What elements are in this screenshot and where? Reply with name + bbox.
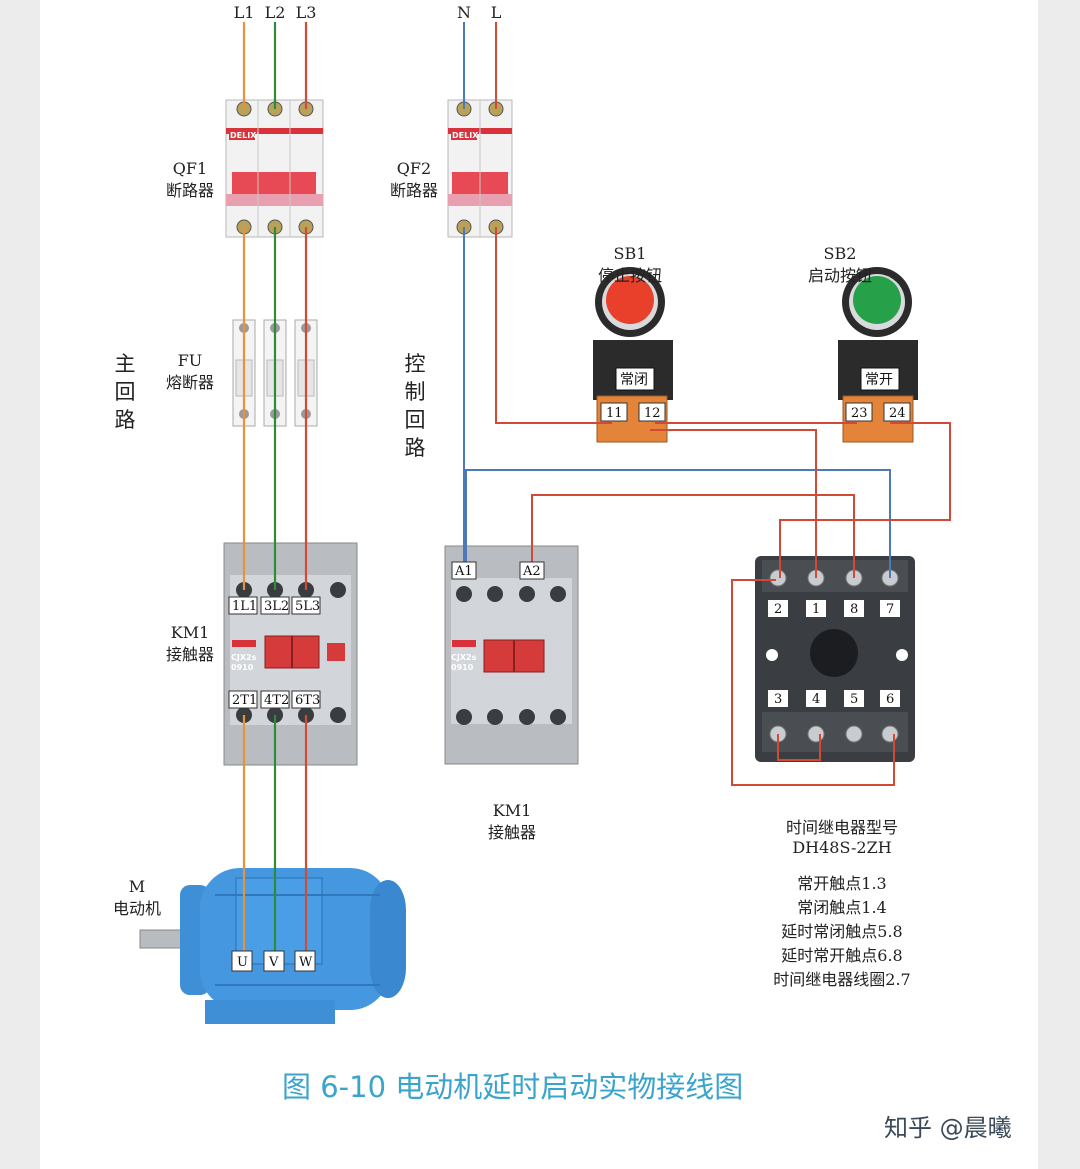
sb1-term-11: 11 xyxy=(606,406,623,421)
relay-term-7: 7 xyxy=(886,602,894,617)
sb1-stop-button xyxy=(593,267,673,443)
relay-title: 时间继电器型号 xyxy=(785,818,898,837)
relay-notes: 常开触点1.3 常闭触点1.4 延时常闭触点5.8 延时常开触点6.8 时间继电… xyxy=(752,872,932,992)
motor xyxy=(139,868,406,1024)
sb2-start-button xyxy=(838,267,918,443)
motor-name: 电动机 xyxy=(112,899,161,918)
relay-note-4: 延时常开触点6.8 xyxy=(781,946,903,965)
figure-caption: 图 6-10 电动机延时启动实物接线图 xyxy=(282,1070,744,1104)
km1-model: CJX2s xyxy=(231,653,257,662)
sb2-name: 启动按钮 xyxy=(807,266,872,285)
qf1-breaker: DELIXI xyxy=(225,99,324,238)
supply-l: L xyxy=(490,3,502,22)
relay-note-1: 常开触点1.3 xyxy=(797,874,887,893)
relay-note-3: 延时常闭触点5.8 xyxy=(781,922,903,941)
qf2-id: QF2 xyxy=(396,159,432,178)
sb1-name: 停止按钮 xyxy=(597,266,662,285)
relay-term-3: 3 xyxy=(774,692,782,707)
relay-term-5: 5 xyxy=(850,692,858,707)
coil-term-a2: A2 xyxy=(522,564,541,579)
fu-id: FU xyxy=(177,351,203,370)
qf2-brand: DELIXI xyxy=(452,131,481,140)
sb1-id: SB1 xyxy=(613,244,647,263)
km1b-name: 接触器 xyxy=(487,823,536,842)
relay-note-5: 时间继电器线圈2.7 xyxy=(773,970,911,989)
qf2-breaker: DELIXI xyxy=(447,99,513,238)
supply-l1: L1 xyxy=(233,3,255,22)
fu-name: 熔断器 xyxy=(165,373,214,392)
km1-term-6t3: 6T3 xyxy=(295,693,320,708)
control-circuit-wires xyxy=(463,22,951,786)
motor-term-w: W xyxy=(299,955,313,970)
km1b-model: CJX2s xyxy=(451,653,477,662)
km1-term-1l1: 1L1 xyxy=(232,599,257,614)
km1-term-5l3: 5L3 xyxy=(295,599,320,614)
coil-term-a1: A1 xyxy=(454,564,473,579)
km1b-id: KM1 xyxy=(492,801,532,820)
km1-main-contactor: CJX2s 0910 xyxy=(223,542,358,766)
motor-term-u: U xyxy=(237,955,248,970)
relay-term-4: 4 xyxy=(812,692,820,707)
main-circuit-wires xyxy=(242,22,308,962)
sb2-id: SB2 xyxy=(823,244,857,263)
relay-term-8: 8 xyxy=(850,602,858,617)
qf1-id: QF1 xyxy=(172,159,208,178)
control-circuit-label: 控制回路 xyxy=(404,352,426,460)
qf2-name: 断路器 xyxy=(389,181,438,200)
supply-l2: L2 xyxy=(264,3,286,22)
km1-name: 接触器 xyxy=(165,645,214,664)
sb1-term-12: 12 xyxy=(644,406,661,421)
watermark: 知乎 @晨曦 xyxy=(884,1114,1012,1142)
qf1-brand: DELIXI xyxy=(230,131,259,140)
relay-term-2: 2 xyxy=(774,602,782,617)
sb2-term-24: 24 xyxy=(889,406,906,421)
relay-model: DH48S-2ZH xyxy=(792,838,892,857)
relay-note-2: 常闭触点1.4 xyxy=(797,898,887,917)
sb2-term-23: 23 xyxy=(851,406,868,421)
km1b-code: 0910 xyxy=(451,663,474,672)
relay-term-6: 6 xyxy=(886,692,894,707)
km1-term-3l2: 3L2 xyxy=(264,599,289,614)
motor-id: M xyxy=(128,877,146,896)
relay-term-1: 1 xyxy=(812,602,820,617)
supply-n: N xyxy=(457,3,471,22)
sb2-plate: 常开 xyxy=(865,372,893,388)
km1-term-2t1: 2T1 xyxy=(232,693,257,708)
km1-term-4t2: 4T2 xyxy=(264,693,289,708)
km1-coil-contactor: CJX2s 0910 xyxy=(444,545,579,765)
sb1-plate: 常闭 xyxy=(620,372,648,388)
supply-l3: L3 xyxy=(295,3,317,22)
time-relay-base xyxy=(755,556,915,762)
terminal-labels: 1L1 3L2 5L3 2T1 4T2 6T3 A1 A2 U V W 常闭 1… xyxy=(228,372,911,972)
qf1-name: 断路器 xyxy=(165,181,214,200)
km1-id: KM1 xyxy=(170,623,210,642)
main-circuit-label: 主回路 xyxy=(114,352,136,432)
motor-term-v: V xyxy=(268,955,279,970)
km1-code: 0910 xyxy=(231,663,254,672)
